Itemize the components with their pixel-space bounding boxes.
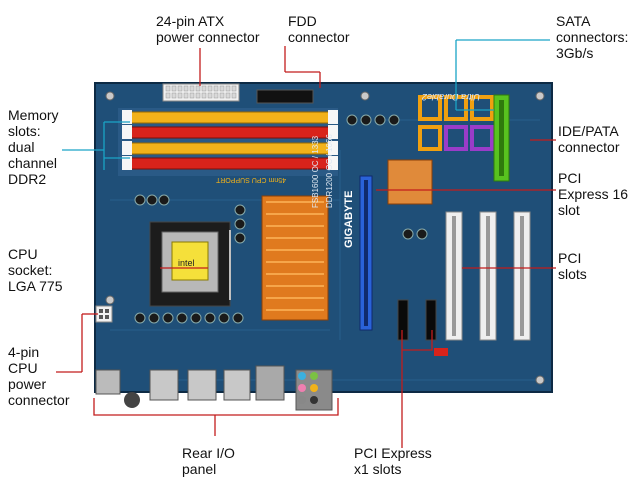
label-24pin-atx: 24-pin ATX power connector [156,13,260,45]
fsb-print: FSB1600 OC / 1333 [311,135,320,208]
leader-lines-cyan [62,39,550,170]
label-ide: IDE/PATA connector [558,123,620,155]
label-pci-slots: PCI slots [558,250,587,282]
northbridge-heatsink: GIGABYTE [261,191,355,321]
label-memory-slots: Memory slots: dual channel DDR2 [8,107,59,187]
series-print: Ultra Durable2 [422,92,480,102]
ddr-print: DDR1200 OC / 1066 [325,134,334,208]
southbridge-heatsink [387,159,433,205]
pcie-x16-slot [359,175,373,331]
cpu-support-print: 45nm CPU SUPPORT [215,176,286,183]
label-fdd: FDD connector [288,13,350,45]
pcie-x1-slots [397,299,437,341]
red-header [434,348,448,356]
label-pcie-x1: PCI Express x1 slots [354,445,432,477]
label-sata: SATA connectors: 3Gb/s [556,13,629,61]
rear-io-panel [95,365,333,411]
leader-lines-red [56,46,556,448]
pci-slots [445,211,531,341]
fdd-connector [256,89,314,104]
ide-connector [493,94,510,182]
brand-print: GIGABYTE [343,191,355,248]
label-cpu-power: 4-pin CPU power connector [8,344,70,408]
capacitors [134,114,428,324]
label-pcie16: PCI Express 16 slot [558,170,629,218]
cpu-socket: intel [149,221,231,307]
cpu-4pin-power-connector [95,305,113,323]
socket-chip-mark: intel [178,258,195,268]
label-rear-io: Rear I/O panel [182,445,235,477]
atx-24pin-connector [162,83,240,102]
memory-slots: 45nm CPU SUPPORT [118,108,338,183]
label-cpu-socket: CPU socket: LGA 775 [8,246,63,294]
